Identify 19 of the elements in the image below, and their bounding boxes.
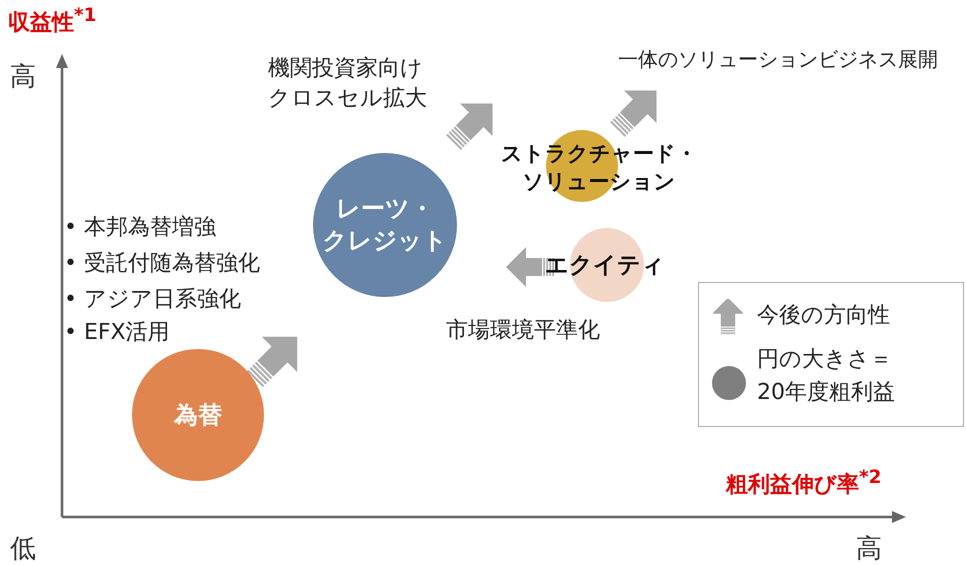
bubble (313, 153, 457, 297)
note: 市場環境平準化 (446, 317, 600, 345)
axis-title: 粗利益伸び率$^{*2}$ (726, 466, 882, 500)
axis-end-label: 高 (856, 533, 882, 565)
bullet-item: • EFX活用 (64, 319, 170, 347)
bubble-label: エクイティ (544, 251, 666, 280)
bullet-item: • 本邦為替増強 (64, 214, 216, 242)
note: 機関投資家向けクロスセル拡大 (268, 55, 428, 113)
legend-text: 円の大きさ＝20年度粗利益 (757, 346, 896, 407)
bubble-label: 為替 (172, 400, 223, 431)
bubble-label: レーツ・クレジット (322, 194, 448, 257)
axis-end-label: 低 (10, 533, 36, 565)
bubble (132, 349, 264, 481)
note: 一体のソリューションビジネス展開 (618, 46, 938, 73)
bullet-item: • アジア日系強化 (64, 286, 241, 314)
bullet-item: • 受託付随為替強化 (64, 250, 260, 278)
axis-end-label: 高 (10, 61, 36, 94)
axis-title: 収益性$^{*1}$ (8, 4, 96, 38)
legend-text: 今後の方向性 (757, 302, 890, 330)
